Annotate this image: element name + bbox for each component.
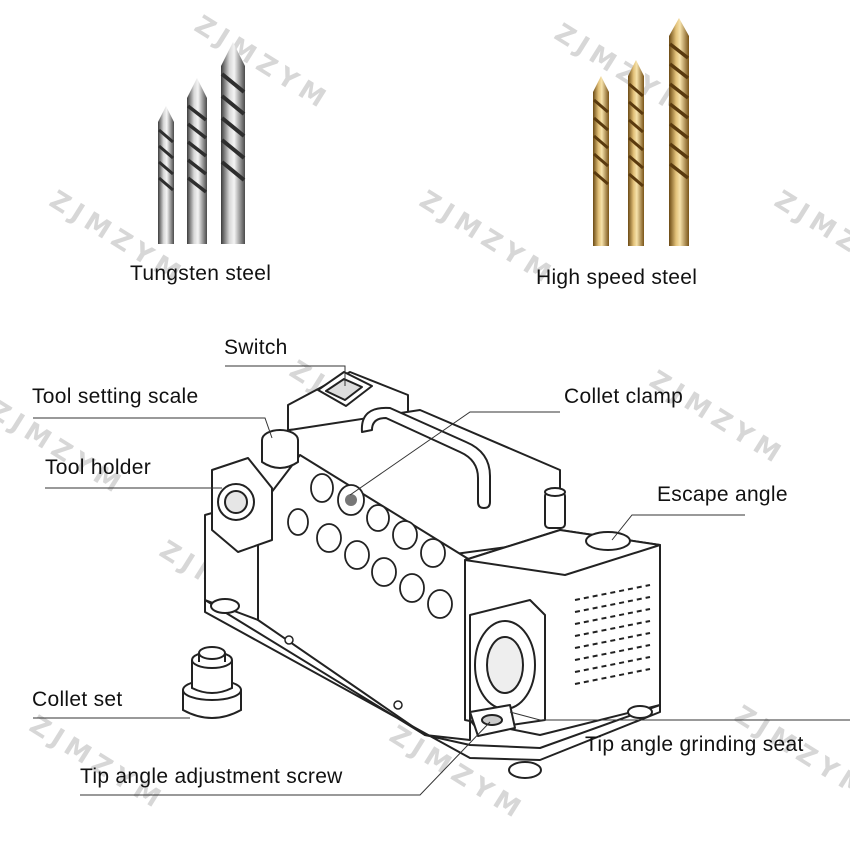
collet-holes <box>287 473 453 619</box>
tungsten-drill-large <box>220 42 246 244</box>
tungsten-steel-label: Tungsten steel <box>130 262 272 285</box>
hss-drill-medium <box>628 60 644 246</box>
tungsten-drill-medium <box>186 78 208 244</box>
switch-label: Switch <box>224 336 288 359</box>
tool-holder-label: Tool holder <box>45 456 152 479</box>
leader-lines <box>33 365 850 796</box>
hss-drill-large <box>668 18 690 246</box>
tip-angle-adjustment-screw-label: Tip angle adjustment screw <box>80 765 343 788</box>
tungsten-drill-bits <box>158 42 246 244</box>
grinder-machine <box>204 371 661 779</box>
tip-angle-grinding-seat-label: Tip angle grinding seat <box>585 733 804 756</box>
hss-drill-bits <box>593 18 690 246</box>
vent-slots <box>574 584 651 685</box>
collet-set-label: Collet set <box>32 688 123 711</box>
high-speed-steel-label: High speed steel <box>536 266 698 289</box>
collet-clamp-label: Collet clamp <box>564 385 684 408</box>
escape-angle-label: Escape angle <box>657 483 788 506</box>
collet-set-illustration <box>182 646 242 719</box>
body-screws <box>284 635 403 710</box>
hss-drill-small <box>593 76 609 246</box>
tool-setting-scale-label: Tool setting scale <box>32 385 199 408</box>
tungsten-drill-small <box>158 106 174 244</box>
